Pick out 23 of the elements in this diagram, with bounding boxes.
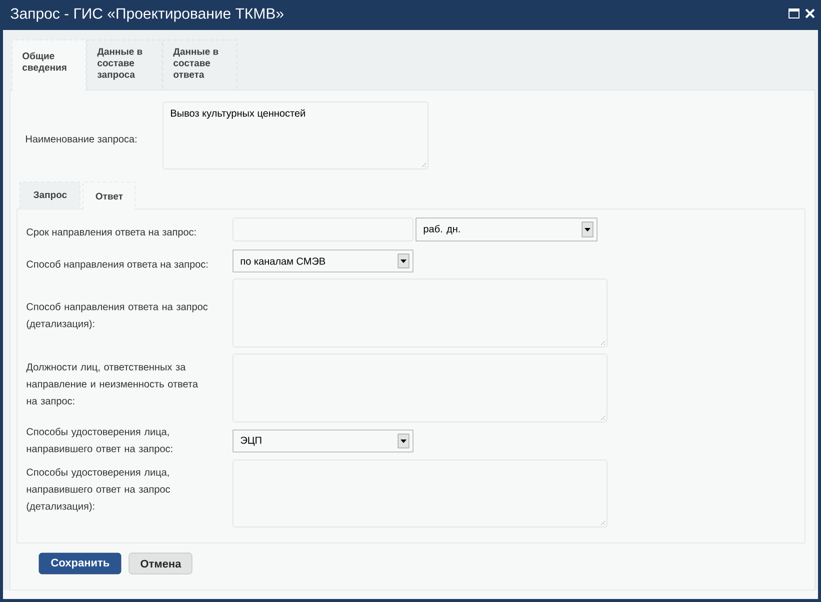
field-label: Способ направления ответа на запрос (детализация): — [26, 302, 208, 330]
tab: Ответ — [82, 182, 136, 210]
field-label: Должности лиц, ответственных за направление и неизменность ответа на запрос: — [26, 364, 198, 406]
dropdown: ЭЦП — [232, 430, 414, 452]
dropdown: раб. дн. — [416, 218, 598, 242]
tab: Запрос — [20, 182, 80, 210]
tab: Данные в составе запроса — [86, 40, 162, 90]
window-title: Запрос - ГИС «Проектирование ТКМВ» — [10, 8, 284, 22]
input-field — [232, 218, 414, 242]
field-label: Наименование запроса: — [26, 136, 136, 144]
text-area — [232, 460, 608, 528]
text-area: Вывоз культурных ценностей — [162, 102, 428, 170]
field-label: Способы удостоверения лица, направившего ответ на запрос (детализация): — [26, 468, 170, 512]
field-label: Способ направления ответа на запрос: — [26, 260, 208, 270]
field-label: Срок направления ответа на запрос: — [26, 228, 196, 238]
cancel-button: Отмена — [128, 552, 192, 574]
tab: Данные в составе ответа — [162, 40, 238, 90]
field-label: Способы удостоверения лица, направившего ответ на запрос: — [26, 428, 172, 454]
save-button: Сохранить — [38, 552, 122, 574]
tab: Общие сведения — [12, 40, 86, 92]
text-area — [232, 354, 608, 422]
dropdown: по каналам СМЭВ — [232, 250, 414, 272]
text-area — [232, 278, 608, 348]
